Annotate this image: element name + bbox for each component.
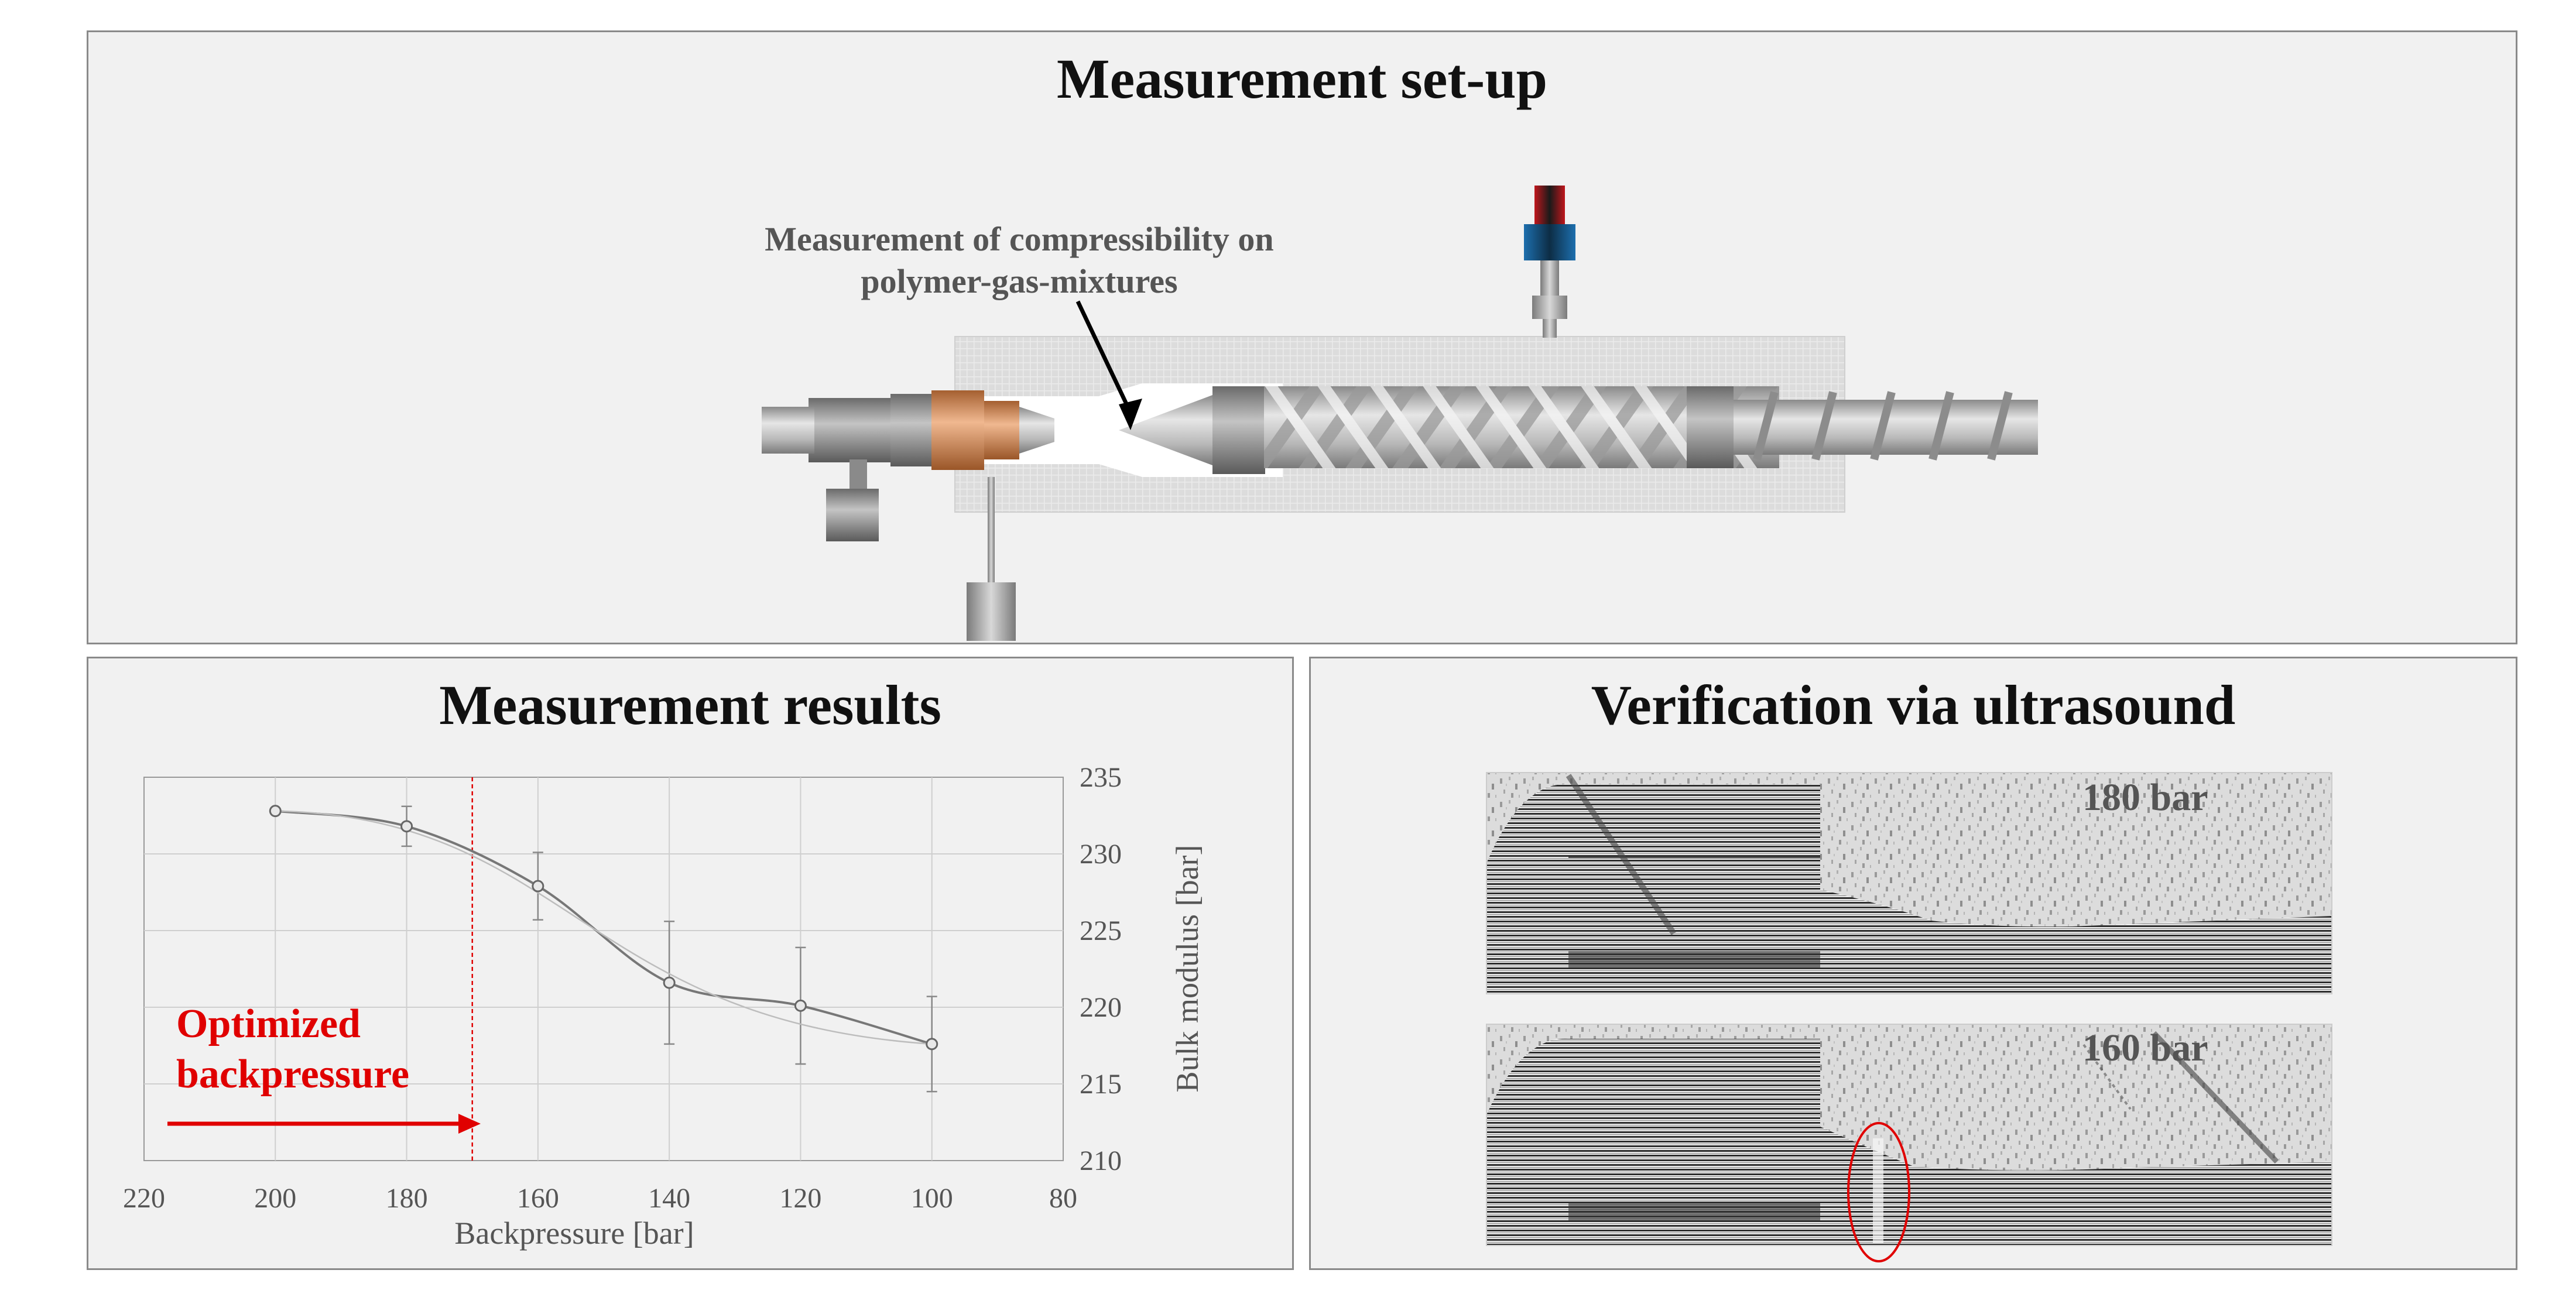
pressure-probe [967,582,1016,641]
optimized-line-1: Optimized [176,1001,361,1046]
ultrasound-title: Verification via ultrasound [1591,674,2236,736]
data-point [663,976,676,989]
optimized-line-2: backpressure [176,1052,410,1097]
annotation-line-1: Measurement of compressibility on [765,220,1274,258]
plot-area [143,777,1064,1161]
series-trend-line [275,810,932,1045]
y-tick-label: 225 [1080,915,1122,946]
y-tick-label: 215 [1080,1069,1122,1100]
y-tick-labels: 210 215 220 225 230 235 [1080,762,1122,1176]
copper-adapter [931,390,984,470]
optimized-backpressure-label: Optimized backpressure [176,999,409,1100]
annotation-arrow [1075,300,1133,414]
pressure-probe-stem [988,477,995,588]
y-axis-label: Bulk modulus [bar] [1170,845,1205,1093]
pressure-sensor-blue [1524,224,1575,260]
x-tick-label: 160 [517,1183,559,1214]
results-panel: Measurement results 220 200 180 160 140 120 10… [87,657,1294,1270]
data-points [269,805,938,1051]
x-axis-label: Backpressure [bar] [454,1216,694,1251]
results-title: Measurement results [439,674,941,736]
data-point [926,1038,938,1051]
data-point [794,999,807,1012]
y-tick-label: 210 [1080,1145,1122,1176]
ultrasound-images [1486,772,2332,1262]
anomaly-highlight [1847,1122,1910,1262]
series-line [275,809,933,1045]
ultrasound-image-180 [1486,773,2332,994]
data-point [532,880,544,893]
x-tick-label: 100 [911,1183,953,1214]
label-180-bar: 180 bar [2082,776,2208,819]
ultrasound-panel: Verification via ultrasound [1309,657,2517,1270]
x-tick-label: 120 [779,1183,821,1214]
setup-title: Measurement set-up [1056,47,1548,110]
extruder-illustration [762,186,2038,641]
data-point [269,805,282,818]
y-tick-label: 235 [1080,762,1122,793]
screw-tip [1119,395,1212,465]
nozzle-body [809,398,890,462]
x-tick-label: 220 [123,1183,165,1214]
annotation-line-2: polymer-gas-mixtures [861,262,1178,300]
data-point [400,820,413,833]
y-tick-label: 230 [1080,839,1122,870]
compressibility-annotation: Measurement of compressibility on polyme… [674,218,1365,303]
x-tick-label: 200 [254,1183,296,1214]
y-tick-label: 220 [1080,992,1122,1023]
x-tick-label: 180 [386,1183,428,1214]
setup-panel: Measurement set-up Measurement of compre… [87,30,2517,644]
x-tick-label: 140 [648,1183,690,1214]
x-tick-labels: 220 200 180 160 140 120 100 80 [123,1183,1077,1214]
x-tick-label: 80 [1049,1183,1077,1214]
chart-grid [144,777,1063,1161]
label-160-bar: 160 bar [2082,1027,2208,1069]
